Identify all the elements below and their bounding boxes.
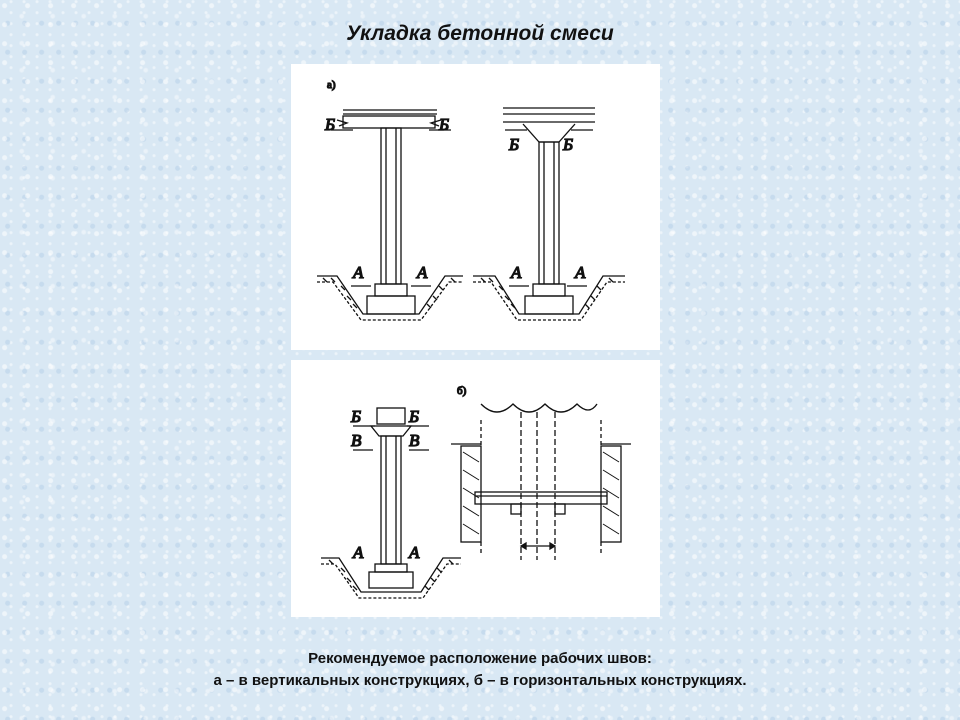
section-label-a5: А — [352, 543, 364, 562]
section-label-b5: Б — [350, 407, 361, 426]
diagram-panel-b: Б Б В В А А б) — [291, 360, 660, 617]
slide-title: Укладка бетонной смеси — [346, 22, 614, 45]
section-label-a2: А — [416, 263, 428, 282]
label-b: б) — [457, 385, 467, 397]
figure-caption: Рекомендуемое расположение рабочих швов:… — [0, 648, 960, 692]
diagram-b-svg: Б Б В В А А б) — [321, 384, 631, 599]
diagram-panel-a: а) — [291, 64, 660, 350]
caption-line-2: а – в вертикальных конструкциях, б – в г… — [213, 672, 747, 689]
section-label-b1: Б — [324, 115, 335, 134]
section-label-b3: Б — [508, 135, 519, 154]
slab-between-walls — [451, 403, 631, 560]
column-right-capital — [473, 107, 625, 321]
section-label-a6: А — [408, 543, 420, 562]
section-label-a3: А — [510, 263, 522, 282]
caption-line-1: Рекомендуемое расположение рабочих швов: — [308, 650, 652, 667]
section-label-a4: А — [574, 263, 586, 282]
section-label-v2: В — [409, 431, 420, 450]
column-with-capital — [321, 407, 461, 599]
diagram-a-svg: а) — [317, 78, 625, 321]
column-left-slab — [317, 109, 463, 321]
label-a: а) — [327, 79, 336, 91]
section-label-v1: В — [351, 431, 362, 450]
section-label-b4: Б — [562, 135, 573, 154]
section-label-b6: Б — [408, 407, 419, 426]
section-label-b2: Б — [438, 115, 449, 134]
section-label-a1: А — [352, 263, 364, 282]
